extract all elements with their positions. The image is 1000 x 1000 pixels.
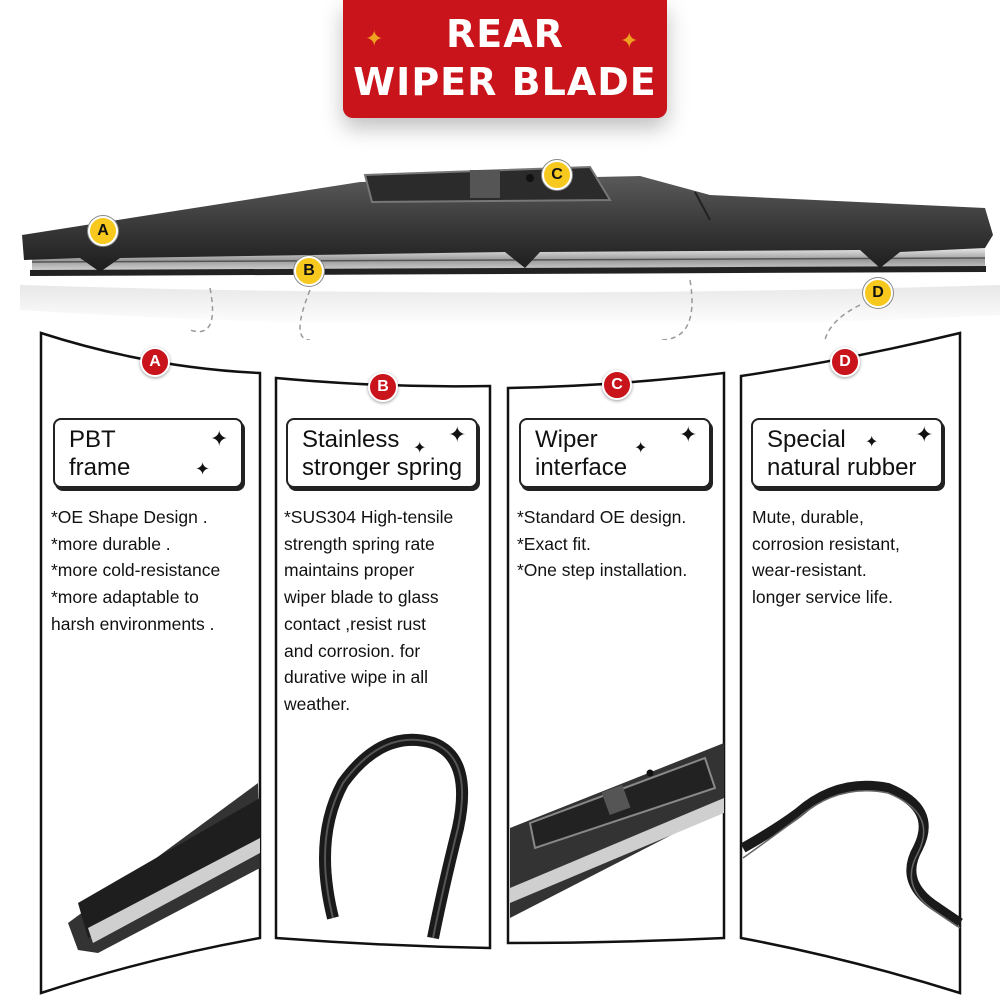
marker-d: D — [863, 278, 893, 308]
panel-title-line: frame — [69, 454, 131, 481]
panel-title-line: interface — [535, 454, 628, 481]
desc-line: wear-resistant. — [752, 560, 867, 581]
panel-title-line: Wiper — [535, 426, 598, 453]
panel-title-line: stronger spring — [302, 454, 463, 481]
sparkle-icon: ✦ — [679, 422, 698, 447]
panel-title-line: Special — [767, 426, 846, 453]
banner-title: REAR WIPER BLADE — [343, 10, 667, 106]
banner-title-line-2: WIPER BLADE — [353, 60, 657, 104]
panel-description: *SUS304 High-tensile strength spring rat… — [284, 504, 453, 718]
desc-line: *Exact fit. — [517, 533, 591, 554]
panel-frame — [739, 331, 963, 995]
panel-frame — [506, 371, 726, 945]
desc-line: *more adaptable to — [51, 587, 199, 608]
sparkle-icon: ✦ — [634, 440, 648, 457]
label-box-wiper-interface: Wiper interface ✦ ✦ — [519, 418, 711, 488]
desc-line: Mute, durable, — [752, 507, 864, 527]
feature-panel-a: A PBT frame ✦ ✦ *OE Shape Design . *more… — [38, 328, 263, 998]
desc-line: and corrosion. for — [284, 640, 421, 661]
label-box-pbt-frame: PBT frame ✦ ✦ — [53, 418, 243, 488]
desc-line: maintains proper — [284, 560, 415, 581]
desc-line: *Standard OE design. — [517, 507, 687, 527]
sparkle-icon: ✦ — [915, 422, 934, 447]
desc-line: strength spring rate — [284, 533, 435, 554]
sparkle-icon: ✦ — [413, 440, 427, 457]
feature-panel-b: B Stainless stronger spring ✦ ✦ *SUS304 … — [273, 328, 493, 998]
label-box-stainless-spring: Stainless stronger spring ✦ ✦ — [286, 418, 478, 488]
desc-line: *One step installation. — [517, 560, 688, 581]
sparkle-icon: ✦ — [210, 426, 229, 451]
desc-line: weather. — [284, 693, 351, 714]
marker-c: C — [542, 160, 572, 190]
sparkle-icon: ✦ — [620, 28, 639, 53]
desc-line: durative wipe in all — [284, 667, 428, 688]
marker-a: A — [88, 216, 118, 246]
panel-description: *OE Shape Design . *more durable . *more… — [51, 504, 220, 638]
marker-b: B — [294, 256, 324, 286]
panel-marker-c: C — [602, 370, 632, 400]
panel-frame — [274, 376, 492, 950]
sparkle-icon: ✦ — [865, 434, 879, 451]
desc-line: *more cold-resistance — [51, 560, 221, 581]
panel-description: Mute, durable, corrosion resistant, wear… — [752, 504, 900, 611]
desc-line: longer service life. — [752, 587, 894, 608]
panel-title-line: natural rubber — [767, 454, 917, 481]
panel-description: *Standard OE design. *Exact fit. *One st… — [517, 504, 687, 584]
desc-line: *SUS304 High-tensile — [284, 507, 454, 527]
banner-title-line-1: REAR — [446, 12, 564, 56]
panel-marker-a: A — [140, 347, 170, 377]
title-banner: REAR WIPER BLADE ✦ ✦ — [343, 0, 667, 118]
desc-line: contact ,resist rust — [284, 613, 426, 634]
desc-line: *OE Shape Design . — [51, 507, 208, 527]
label-box-natural-rubber: Special natural rubber ✦ ✦ — [751, 418, 943, 488]
sparkle-icon: ✦ — [448, 422, 467, 447]
desc-line: wiper blade to glass — [284, 587, 439, 608]
sparkle-icon: ✦ — [195, 459, 211, 479]
desc-line: harsh environments . — [51, 613, 215, 634]
panel-marker-d: D — [830, 347, 860, 377]
wiper-blade-image — [20, 165, 1000, 341]
sparkle-icon: ✦ — [365, 26, 384, 51]
panel-title-line: Stainless — [302, 426, 400, 453]
panel-marker-b: B — [368, 372, 398, 402]
feature-panel-c: C Wiper interface ✦ ✦ *Standard OE desig… — [505, 328, 727, 998]
wiper-blade-illustration: A B C D — [0, 140, 1000, 341]
desc-line: *more durable . — [51, 533, 171, 554]
panel-frame — [39, 331, 262, 995]
panel-title-line: PBT — [69, 426, 116, 453]
feature-panel-d: D Special natural rubber ✦ ✦ Mute, durab… — [738, 328, 963, 998]
desc-line: corrosion resistant, — [752, 533, 900, 554]
